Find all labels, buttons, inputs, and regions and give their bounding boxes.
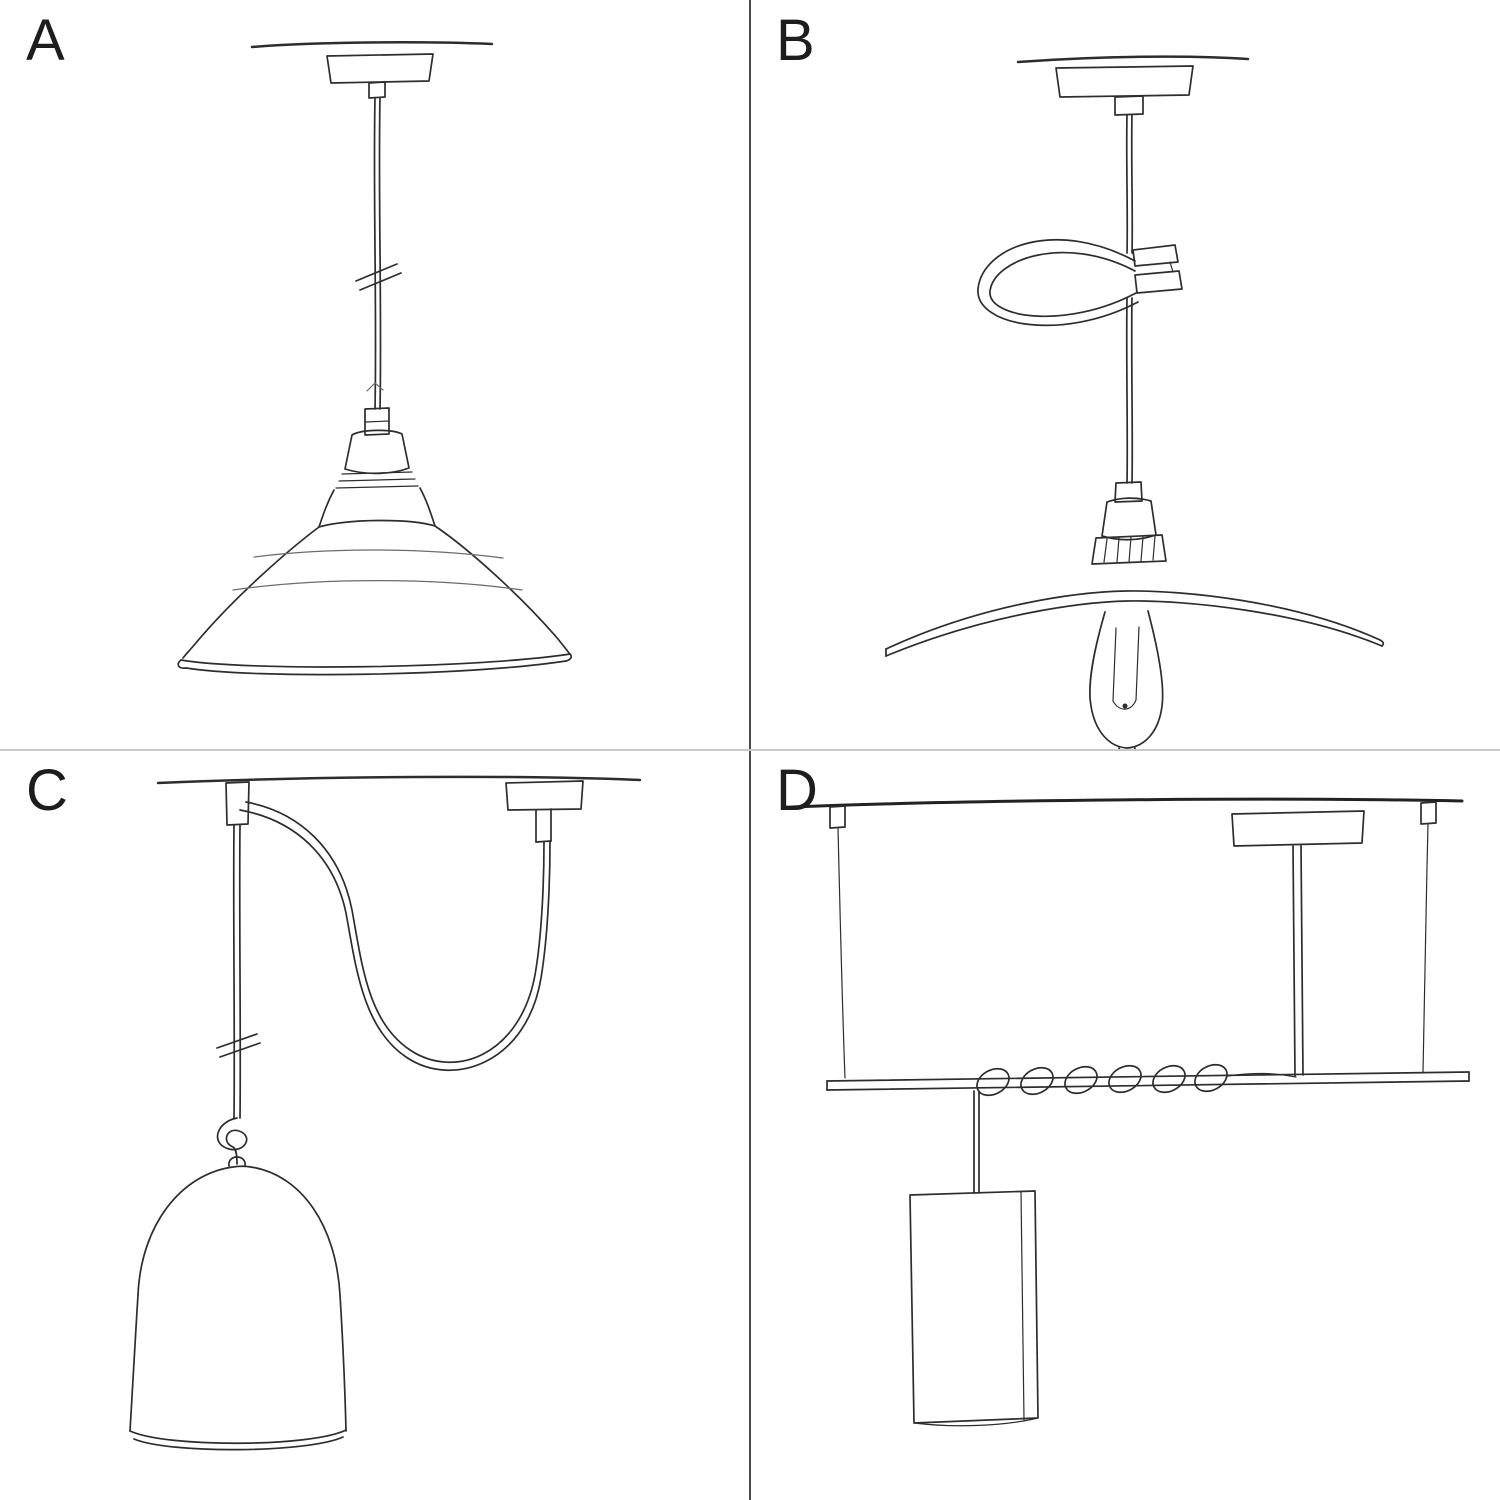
light-bulb <box>1089 610 1164 750</box>
ceiling-rose <box>326 53 434 99</box>
panel-b-label: B <box>776 8 816 73</box>
ceiling-rose <box>1055 65 1194 116</box>
bell-shade <box>129 1165 347 1451</box>
suspension-wires <box>829 801 1437 1079</box>
panel-c: C <box>0 750 750 1500</box>
bar-suspension-tube-shade-sketch <box>790 797 1470 1427</box>
wall-hook <box>225 781 250 826</box>
panel-a: A <box>0 0 750 750</box>
drop-cable <box>216 824 261 1119</box>
drop-cable <box>973 1090 980 1194</box>
panel-c-label: C <box>26 758 69 823</box>
ceiling-line <box>250 41 494 49</box>
cable-clip-with-loop <box>977 238 1183 327</box>
industrial-shade <box>177 519 573 676</box>
lamp-socket <box>1091 481 1167 565</box>
tube-shade <box>909 1190 1039 1427</box>
pendant-cable-clip-saucer-sketch <box>885 55 1385 750</box>
panel-a-label: A <box>26 8 66 73</box>
swag-pendant-bell-shade-sketch <box>129 775 642 1451</box>
horizontal-bar <box>826 1071 1470 1091</box>
flat-plate-shade <box>885 590 1385 657</box>
panel-d-label: D <box>776 758 819 823</box>
coiled-cable <box>976 1063 1297 1097</box>
cable-knot <box>216 1117 248 1167</box>
ceiling-rose <box>1231 810 1365 1077</box>
pendant-cable <box>1125 114 1134 484</box>
ceiling-line <box>790 797 1464 809</box>
ceiling-line <box>156 775 642 785</box>
swag-cable <box>239 801 551 1072</box>
lamp-socket <box>318 407 436 528</box>
ceiling-rose <box>505 780 584 843</box>
ceiling-line <box>1016 55 1250 64</box>
panel-b: B <box>750 0 1500 750</box>
horizontal-divider <box>0 749 1500 751</box>
pendant-cable <box>355 97 402 410</box>
pendant-straight-drop-sketch <box>177 41 573 676</box>
panel-d: D <box>750 750 1500 1500</box>
